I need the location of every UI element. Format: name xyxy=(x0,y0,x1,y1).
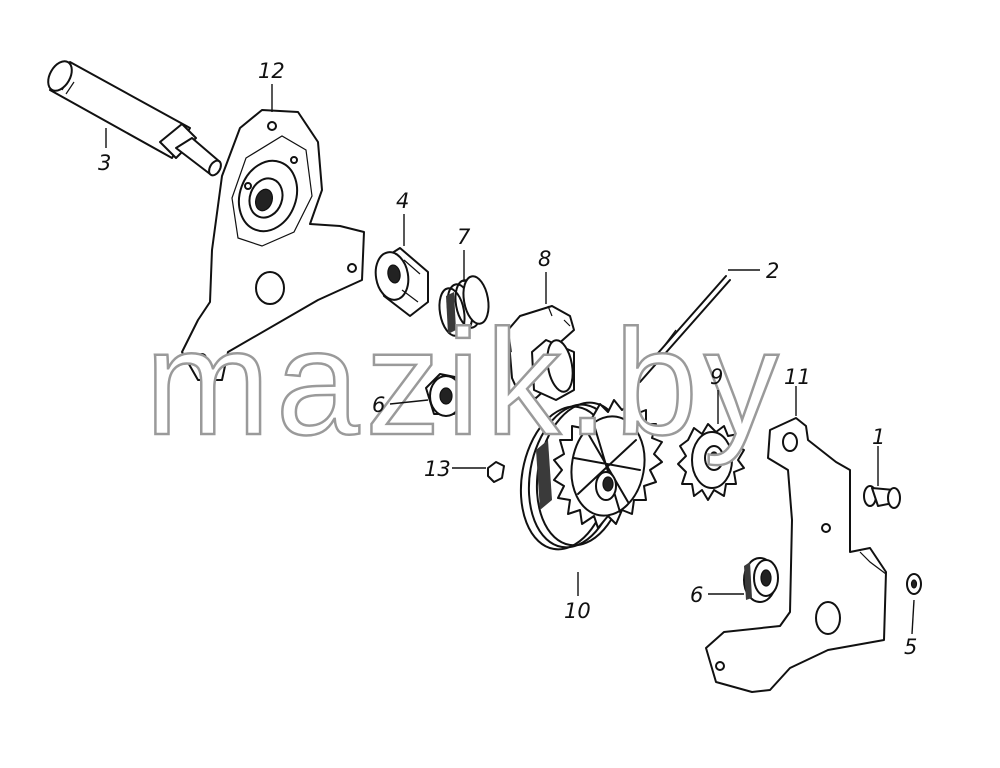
watermark-text: mazik.by xyxy=(145,298,785,466)
part-12-upper-bracket xyxy=(181,109,365,381)
part-13-key xyxy=(487,461,505,483)
callout-10: 10 xyxy=(564,599,591,623)
part-10-gear-wheel xyxy=(519,399,663,551)
callout-6-lower: 6 xyxy=(690,583,703,607)
callout-8: 8 xyxy=(538,247,551,271)
part-4-bushing xyxy=(374,247,429,317)
part-2-cotter-pin xyxy=(635,275,731,383)
callout-labels: 12 3 4 7 8 2 6 13 9 11 1 6 10 5 xyxy=(98,59,917,659)
part-6-bushing-lower xyxy=(743,557,779,603)
callout-1: 1 xyxy=(872,425,885,449)
part-6-bushing-upper xyxy=(425,373,467,417)
part-3-shaft xyxy=(47,60,222,177)
part-8-flanged-sleeve xyxy=(502,305,575,401)
callout-5: 5 xyxy=(904,635,917,659)
callout-11: 11 xyxy=(784,365,811,389)
part-9-pinion-gear xyxy=(677,423,745,501)
callout-6-upper: 6 xyxy=(372,393,385,417)
callout-2: 2 xyxy=(766,259,779,283)
callout-7: 7 xyxy=(457,225,471,249)
callout-3: 3 xyxy=(98,151,111,175)
callout-9: 9 xyxy=(710,365,723,389)
callout-4: 4 xyxy=(396,189,409,213)
callout-12: 12 xyxy=(258,59,285,83)
leader-lines xyxy=(105,84,915,635)
part-11-lower-bracket xyxy=(705,417,887,693)
part-1-rivet xyxy=(863,485,901,509)
callout-13: 13 xyxy=(424,457,451,481)
part-5-washer xyxy=(906,573,922,595)
